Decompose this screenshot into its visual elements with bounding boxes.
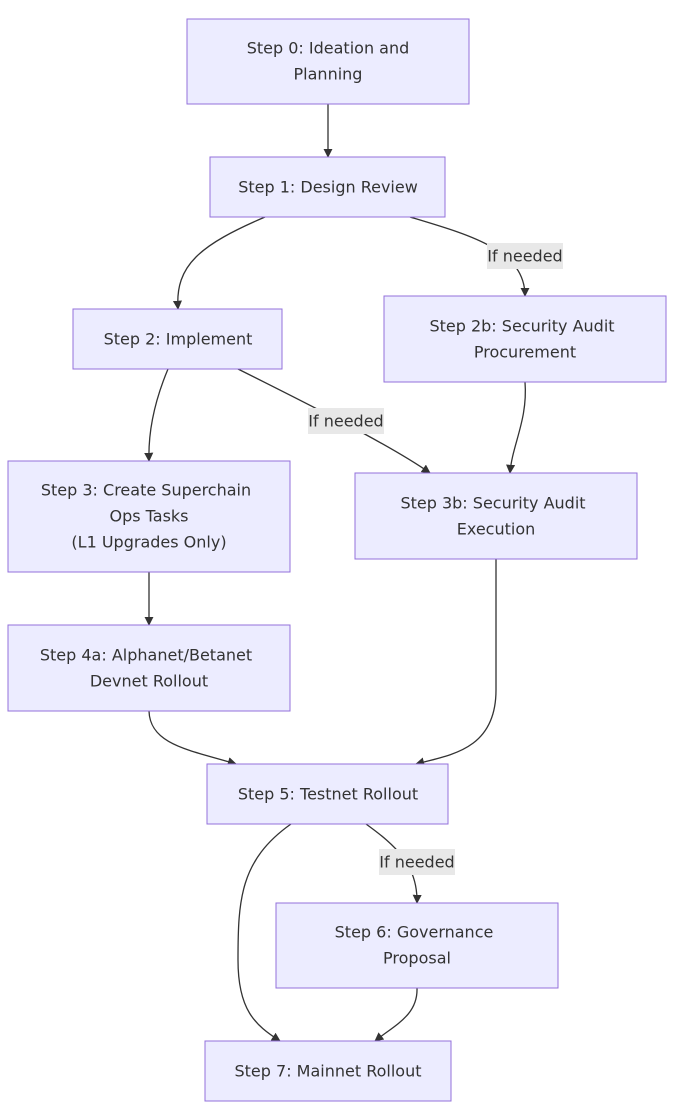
node-step3-line1: Step 3: Create Superchain	[41, 481, 251, 500]
node-step3b-line2: Execution	[457, 520, 536, 539]
edge-step6-step7	[374, 987, 418, 1042]
edge-step3b-step5	[415, 559, 497, 767]
edge-step1-step2	[172, 216, 266, 310]
node-step2b-line1: Step 2b: Security Audit	[429, 317, 614, 336]
node-step1-line1: Step 1: Design Review	[238, 178, 418, 197]
edge-step2b-step3b	[506, 381, 527, 474]
node-step0-line1: Step 0: Ideation and	[247, 39, 410, 58]
node-step3-line3: (L1 Upgrades Only)	[71, 533, 226, 552]
edge-step2-step3	[144, 368, 169, 462]
node-step0: Step 0: Ideation and Planning	[186, 18, 470, 105]
edge-label-text: If needed	[379, 853, 454, 872]
edge-step4a-step5	[148, 710, 237, 766]
node-step2b-line2: Procurement	[474, 343, 576, 362]
node-step3-line2: Ops Tasks	[109, 507, 188, 526]
node-step6: Step 6: Governance Proposal	[275, 902, 559, 989]
edge-label-text: If needed	[308, 412, 383, 431]
edge-label-step5-step6: If needed	[379, 849, 455, 875]
node-step2b: Step 2b: Security Audit Procurement	[383, 295, 667, 383]
node-step4a-line1: Step 4a: Alphanet/Betanet	[40, 646, 252, 665]
node-step2-line1: Step 2: Implement	[104, 330, 253, 349]
edge-label-step2-step3b: If needed	[308, 408, 384, 434]
node-step2: Step 2: Implement	[72, 308, 283, 370]
node-step5-line1: Step 5: Testnet Rollout	[238, 785, 418, 804]
node-step1: Step 1: Design Review	[209, 156, 446, 218]
node-step3b: Step 3b: Security Audit Execution	[354, 472, 638, 560]
node-step3b-line1: Step 3b: Security Audit	[400, 494, 585, 513]
node-step4a: Step 4a: Alphanet/Betanet Devnet Rollout	[7, 624, 291, 712]
node-step5: Step 5: Testnet Rollout	[206, 763, 449, 825]
edge-step5-step7	[237, 823, 292, 1042]
node-step7: Step 7: Mainnet Rollout	[204, 1040, 452, 1102]
node-step7-line1: Step 7: Mainnet Rollout	[235, 1062, 422, 1081]
node-step3: Step 3: Create Superchain Ops Tasks (L1 …	[7, 460, 291, 573]
edge-label-step1-step2b: If needed	[487, 243, 563, 269]
edge-label-text: If needed	[487, 247, 562, 266]
node-step4a-line2: Devnet Rollout	[90, 672, 208, 691]
node-step6-line2: Proposal	[383, 949, 451, 968]
node-step0-line2: Planning	[294, 65, 363, 84]
node-step6-line1: Step 6: Governance	[335, 923, 494, 942]
